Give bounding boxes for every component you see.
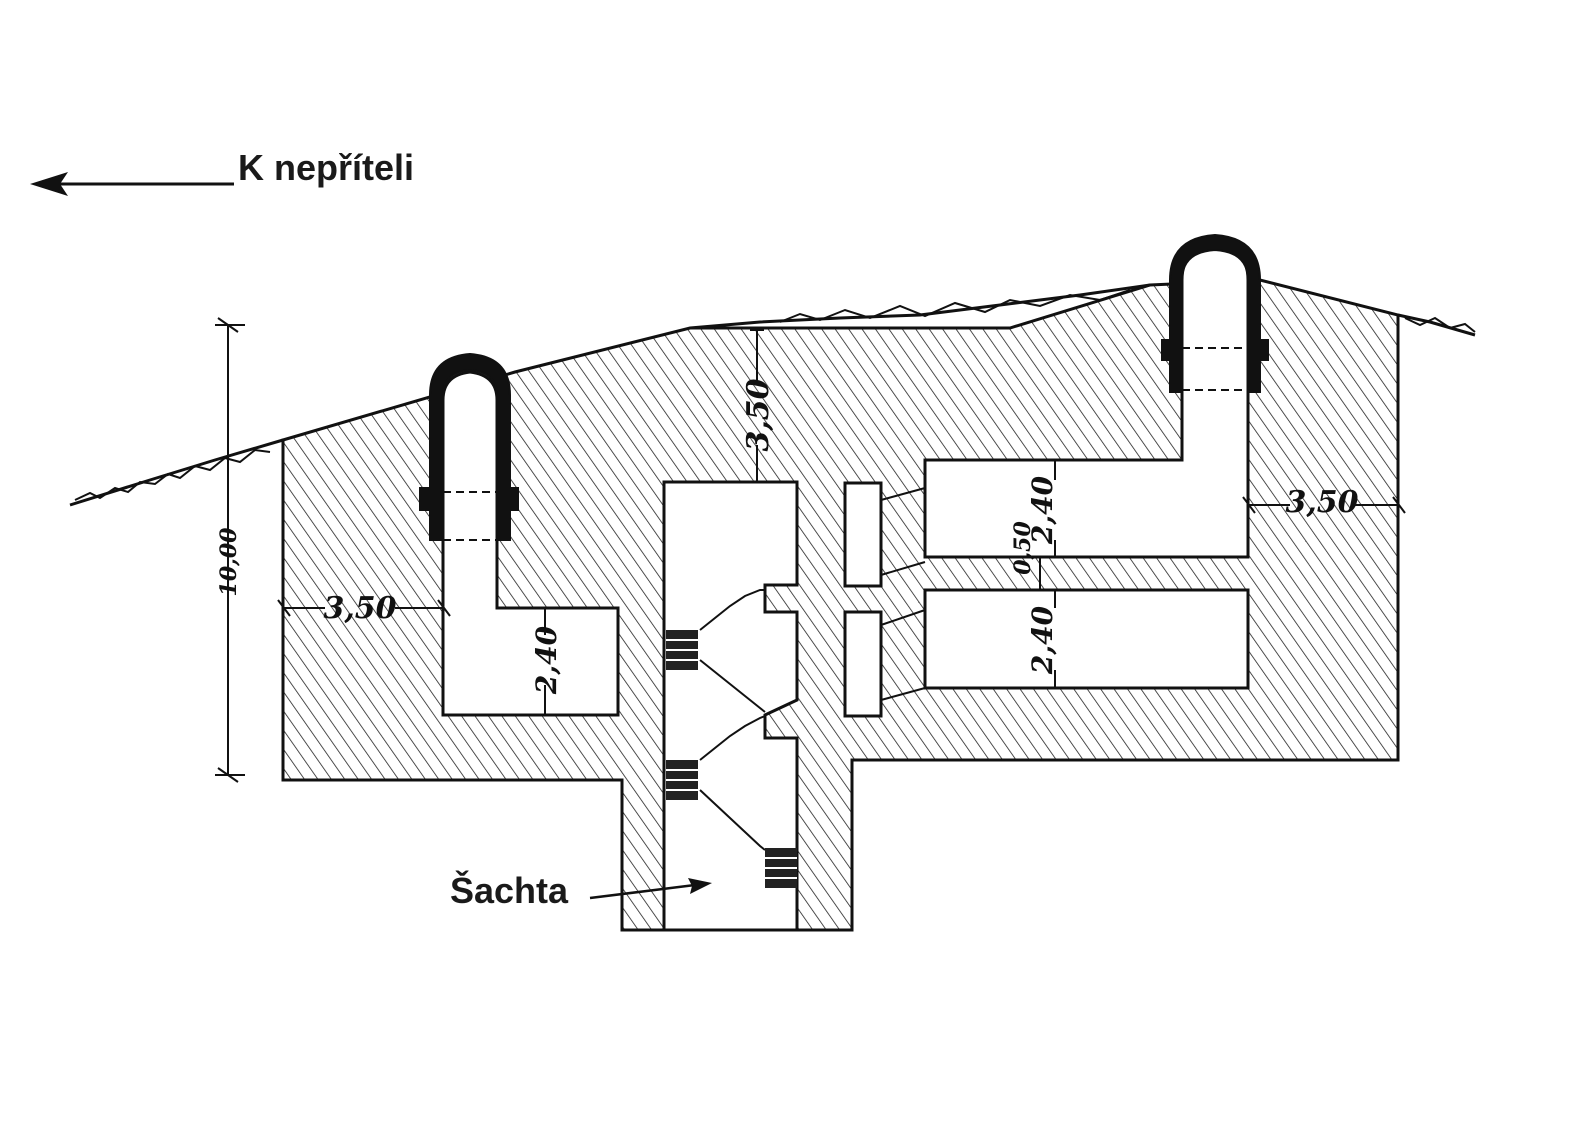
arrow-left-icon <box>30 172 68 196</box>
dim-slab: 0,50 <box>1010 521 1036 575</box>
interior-spaces <box>441 243 1250 932</box>
doorway-upper <box>843 481 883 588</box>
concrete-mass <box>281 278 1400 932</box>
dimension-lines <box>215 317 1406 783</box>
dimension-labels: 10,00 3,50 3,50 2,40 3,50 2,40 2,40 0,50 <box>216 378 1359 695</box>
dim-left-room-height: 2,40 <box>530 625 563 695</box>
dim-right-wall: 3,50 <box>1285 485 1358 520</box>
connecting-passages <box>880 487 926 701</box>
shaft-label: Šachta <box>450 869 569 911</box>
direction-indicator: K nepříteli <box>30 147 414 196</box>
left-observation-bell <box>419 352 519 541</box>
left-shaft-and-room <box>441 370 620 717</box>
direction-label: K nepříteli <box>238 147 414 188</box>
stairs <box>666 589 797 888</box>
shaft-indicator: Šachta <box>450 869 712 911</box>
dim-upper-right-room-height: 2,40 <box>1026 475 1059 545</box>
right-observation-bell <box>1161 233 1269 393</box>
central-shaft <box>662 480 799 932</box>
arrow-right-icon <box>688 878 712 894</box>
dim-left-wall: 3,50 <box>323 591 396 626</box>
dim-total-height: 10,00 <box>216 527 242 597</box>
right-lower-room <box>923 588 1250 690</box>
ground-surface <box>69 283 1476 507</box>
doorway-lower <box>843 610 883 718</box>
dim-lower-right-room-height: 2,40 <box>1026 605 1059 675</box>
dim-top-cover: 3,50 <box>741 378 776 451</box>
